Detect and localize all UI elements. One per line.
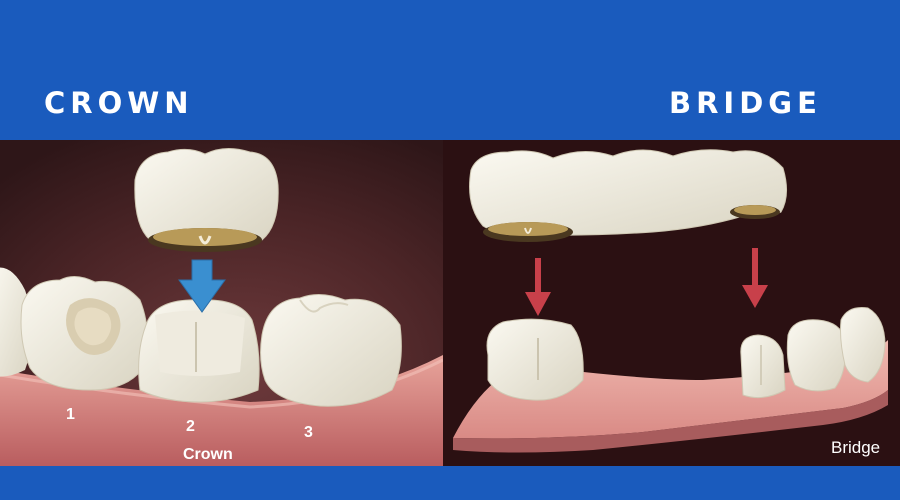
crown-caption: Crown xyxy=(183,446,233,463)
placement-arrow-blue xyxy=(178,259,226,313)
bridge-caption: Bridge xyxy=(831,438,881,457)
abutment-tooth-left xyxy=(486,318,584,401)
tooth-3 xyxy=(260,294,402,407)
tooth-number-3: 3 xyxy=(304,424,313,441)
crown-illustration-art xyxy=(0,140,443,466)
tooth-2-prepared xyxy=(138,299,260,403)
gum-bridge xyxy=(453,340,888,439)
bridge-illustration-art xyxy=(443,140,900,466)
crown-heading: CROWN xyxy=(44,86,194,120)
crown-cap xyxy=(134,148,279,252)
footer-band xyxy=(0,466,900,500)
header-band: CROWN BRIDGE xyxy=(0,0,900,140)
placement-arrow-red-right xyxy=(742,248,768,308)
gum-crown xyxy=(0,355,443,466)
crown-illustration: 1 2 3 Crown xyxy=(0,140,443,466)
tooth-number-2: 2 xyxy=(186,418,195,435)
bridge-heading: BRIDGE xyxy=(669,86,822,120)
bridge-appliance xyxy=(469,149,787,242)
tooth-1 xyxy=(20,276,149,391)
bridge-illustration: Bridge xyxy=(443,140,900,466)
placement-arrow-red-left xyxy=(525,258,551,316)
neighbor-teeth xyxy=(786,307,886,392)
abutment-tooth-right xyxy=(740,334,786,399)
tooth-number-1: 1 xyxy=(66,406,75,423)
